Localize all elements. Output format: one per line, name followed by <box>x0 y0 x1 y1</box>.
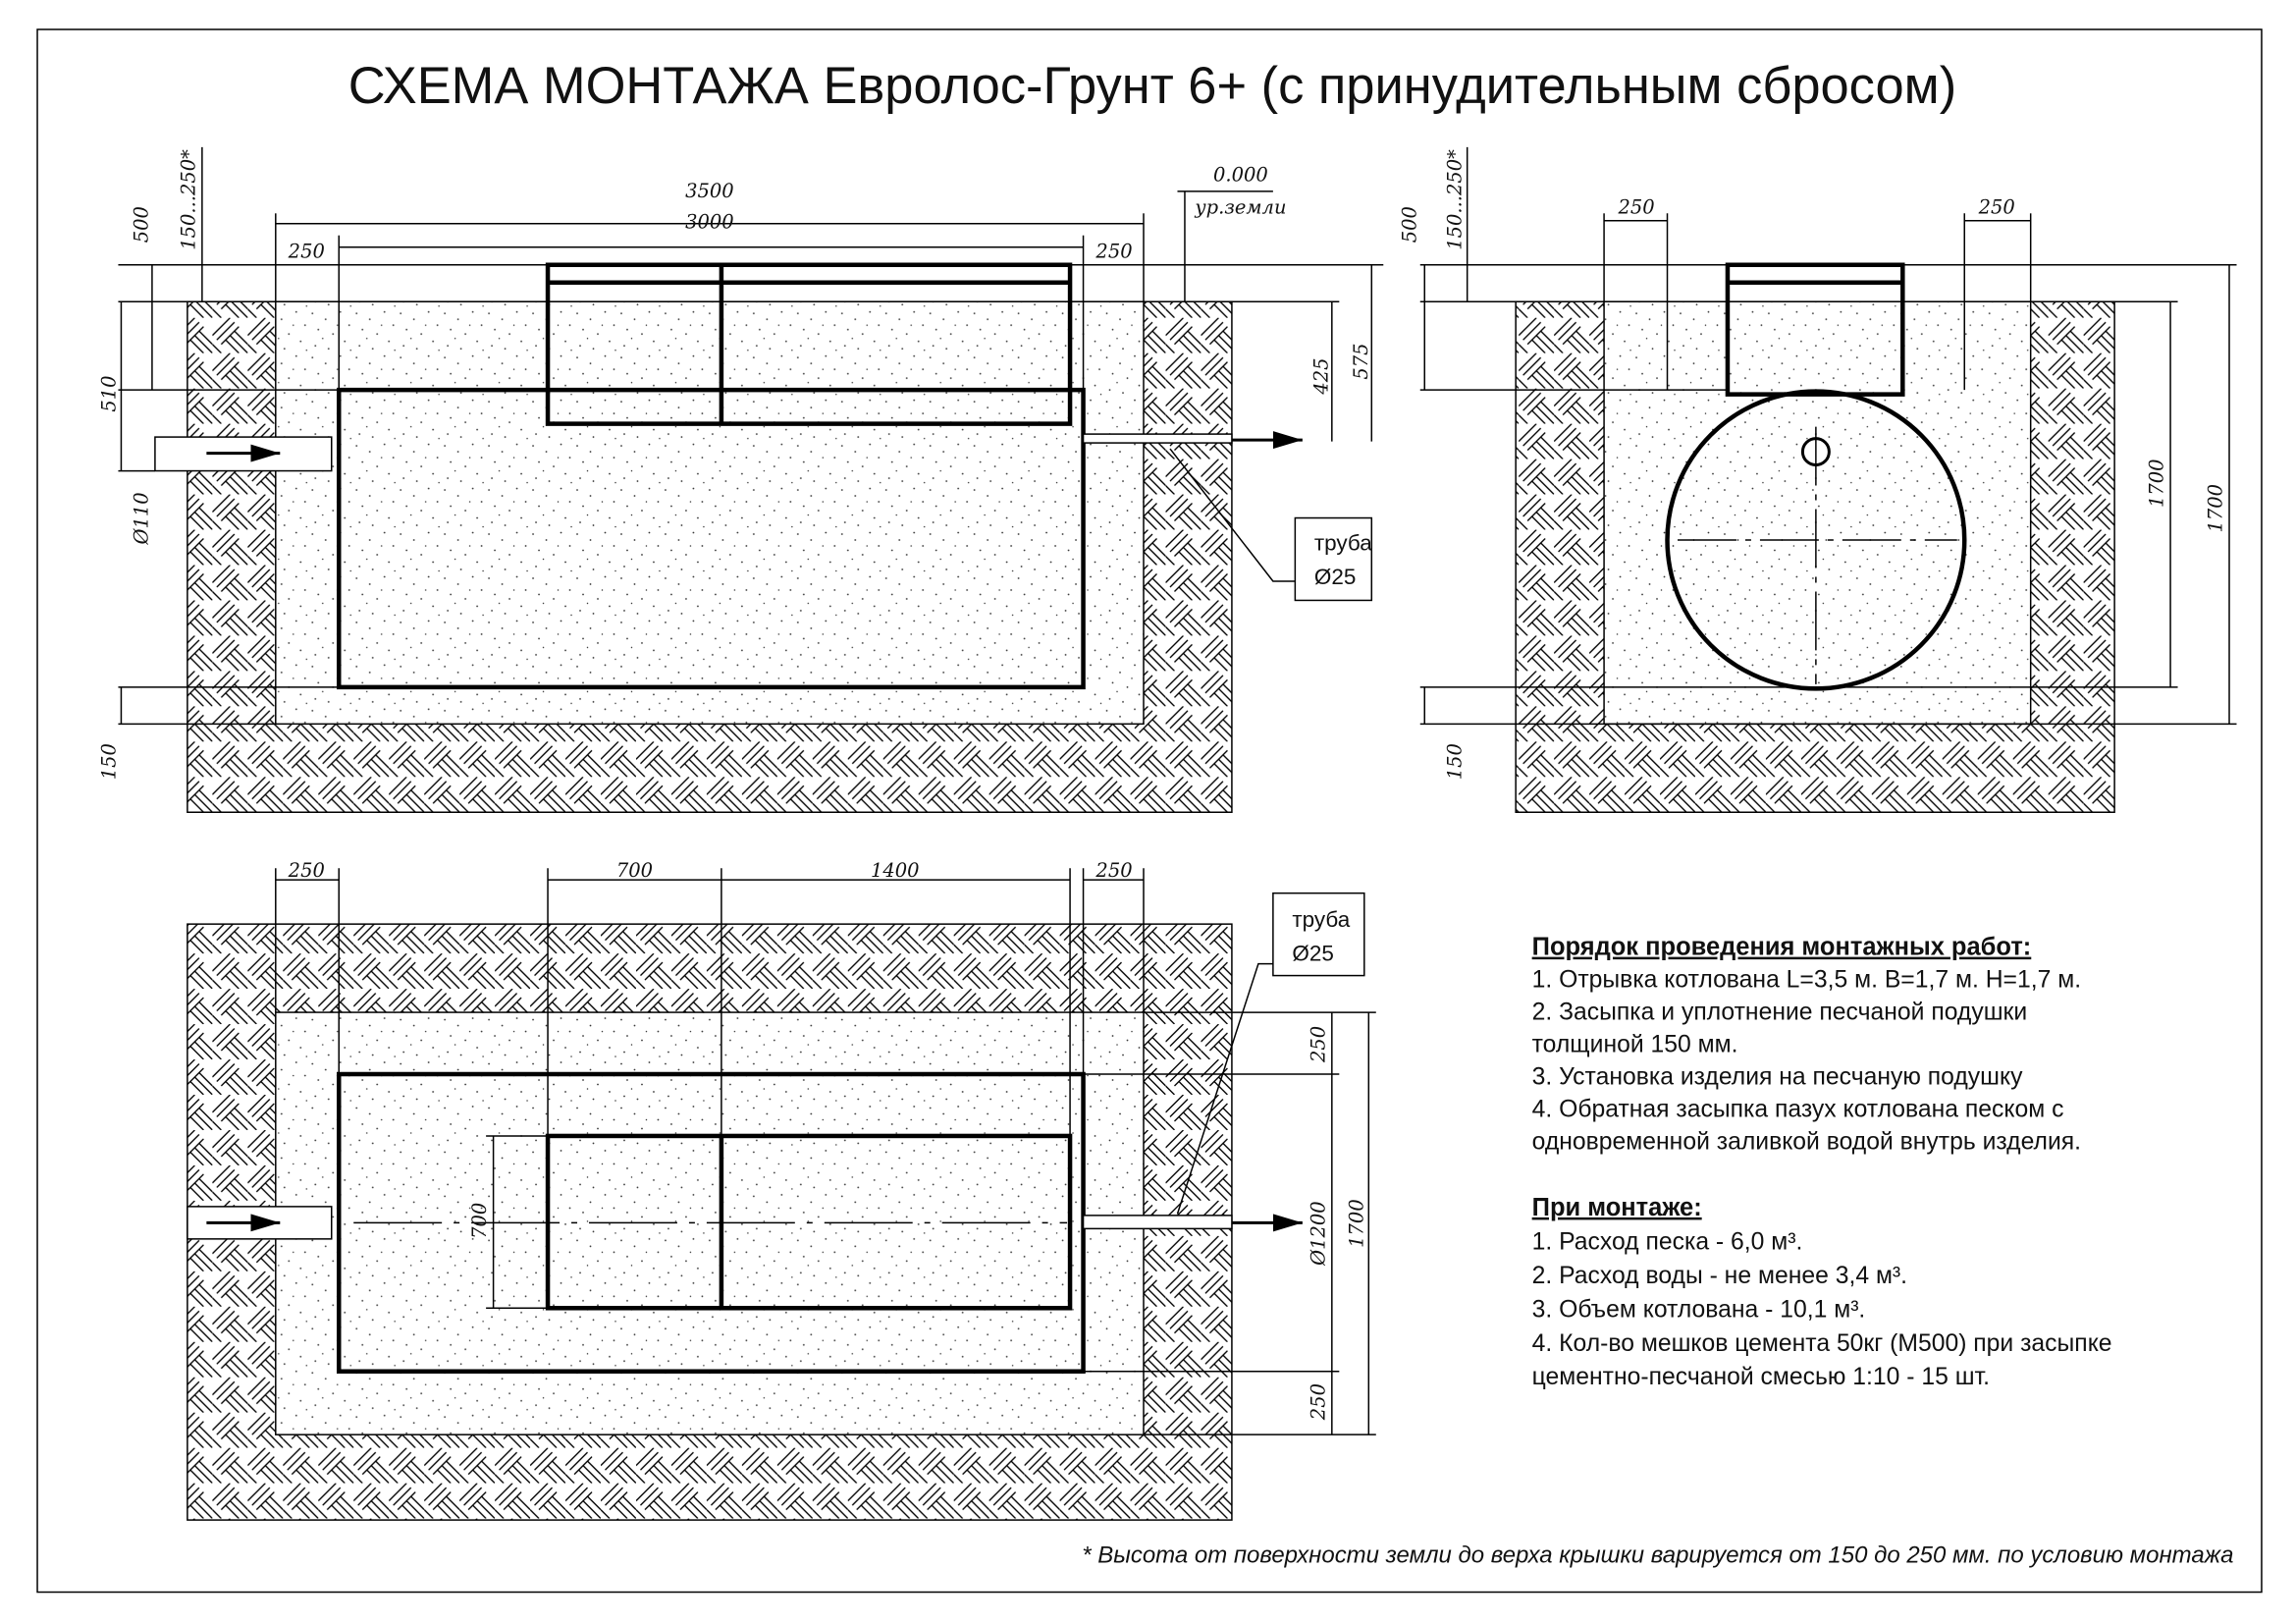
front-view: труба Ø25 3500 3000 250 250 0.000 ур.зем… <box>97 146 1384 813</box>
svg-text:500: 500 <box>1398 206 1420 243</box>
svg-text:150: 150 <box>1444 743 1467 780</box>
side-view: 250 250 500 150...250* 150 1700 1700 <box>1398 146 2237 813</box>
svg-text:250: 250 <box>1617 195 1654 218</box>
drawing-frame <box>36 28 2263 1594</box>
svg-text:ур.земли: ур.земли <box>1194 195 1286 218</box>
installation-notes: Порядок проведения монтажных работ: 1. О… <box>1532 934 2112 1391</box>
svg-text:1700: 1700 <box>2146 459 2168 508</box>
pipe-callout-plan <box>1272 892 1365 977</box>
svg-text:3000: 3000 <box>685 210 734 233</box>
svg-text:700: 700 <box>468 1203 491 1239</box>
svg-text:500: 500 <box>130 206 152 243</box>
svg-text:2. Засыпка и уплотнение песчан: 2. Засыпка и уплотнение песчаной подушки <box>1532 1000 2028 1026</box>
svg-text:При монтаже:: При монтаже: <box>1532 1194 1702 1221</box>
tank-body <box>336 387 1086 690</box>
svg-text:250: 250 <box>1095 240 1132 262</box>
svg-text:250: 250 <box>1095 859 1132 882</box>
svg-text:одновременной заливкой водой в: одновременной заливкой водой внутрь изде… <box>1532 1128 2081 1155</box>
svg-text:3. Объем котлована - 10,1 м³.: 3. Объем котлована - 10,1 м³. <box>1532 1296 1866 1323</box>
svg-text:510: 510 <box>97 375 120 411</box>
svg-text:250: 250 <box>1307 1383 1329 1421</box>
svg-text:Ø1200: Ø1200 <box>1307 1201 1329 1267</box>
svg-text:150...250*: 150...250* <box>1444 149 1467 250</box>
svg-text:1700: 1700 <box>2205 484 2227 533</box>
svg-text:250: 250 <box>288 859 325 882</box>
svg-text:цементно-песчаной смесью 1:10: цементно-песчаной смесью 1:10 - 15 шт. <box>1532 1364 1990 1390</box>
svg-text:Ø110: Ø110 <box>130 492 152 545</box>
outlet-pipe-plan <box>1082 1215 1233 1230</box>
svg-text:250: 250 <box>288 240 325 262</box>
svg-text:труба: труба <box>1292 907 1350 932</box>
svg-text:Ø25: Ø25 <box>1314 565 1356 589</box>
svg-text:0.000: 0.000 <box>1213 163 1268 186</box>
svg-text:Порядок проведения монтажных р: Порядок проведения монтажных работ: <box>1532 934 2032 961</box>
svg-text:3. Установка изделия на песчан: 3. Установка изделия на песчаную подушку <box>1532 1063 2023 1090</box>
pipe-callout <box>1294 516 1373 602</box>
drawing-title: СХЕМА МОНТАЖА Евролос-Грунт 6+ (с принуд… <box>348 58 1956 115</box>
svg-text:150...250*: 150...250* <box>177 149 199 250</box>
outlet-pipe <box>1082 433 1233 444</box>
svg-text:250: 250 <box>1307 1026 1329 1063</box>
svg-text:труба: труба <box>1314 530 1372 555</box>
svg-text:3500: 3500 <box>685 180 734 202</box>
svg-text:700: 700 <box>616 859 653 882</box>
footnote: * Высота от поверхности земли до верха к… <box>1082 1542 2233 1569</box>
svg-text:150: 150 <box>97 743 120 780</box>
svg-text:Ø25: Ø25 <box>1292 942 1333 966</box>
svg-text:575: 575 <box>1350 343 1372 379</box>
svg-text:1. Отрывка котлована L=3,5 м.: 1. Отрывка котлована L=3,5 м. B=1,7 м. H… <box>1532 967 2081 994</box>
svg-text:толщиной 150 мм.: толщиной 150 мм. <box>1532 1032 1738 1058</box>
svg-text:1. Расход песка - 6,0 м³.: 1. Расход песка - 6,0 м³. <box>1532 1228 1803 1255</box>
svg-text:250: 250 <box>1978 195 2015 218</box>
plan-view: труба Ø25 250 700 1400 250 700 250 250 Ø… <box>187 859 1376 1521</box>
svg-text:425: 425 <box>1309 357 1332 395</box>
svg-text:4. Обратная засыпка пазух котл: 4. Обратная засыпка пазух котлована песк… <box>1532 1096 2064 1122</box>
svg-text:2. Расход воды - не менее 3,4: 2. Расход воды - не менее 3,4 м³. <box>1532 1263 1907 1289</box>
svg-text:4. Кол-во мешков цемента 50кг: 4. Кол-во мешков цемента 50кг (М500) при… <box>1532 1330 2112 1357</box>
svg-text:1400: 1400 <box>871 859 920 882</box>
svg-text:1700: 1700 <box>1345 1199 1367 1248</box>
tank-section <box>1665 389 1967 691</box>
